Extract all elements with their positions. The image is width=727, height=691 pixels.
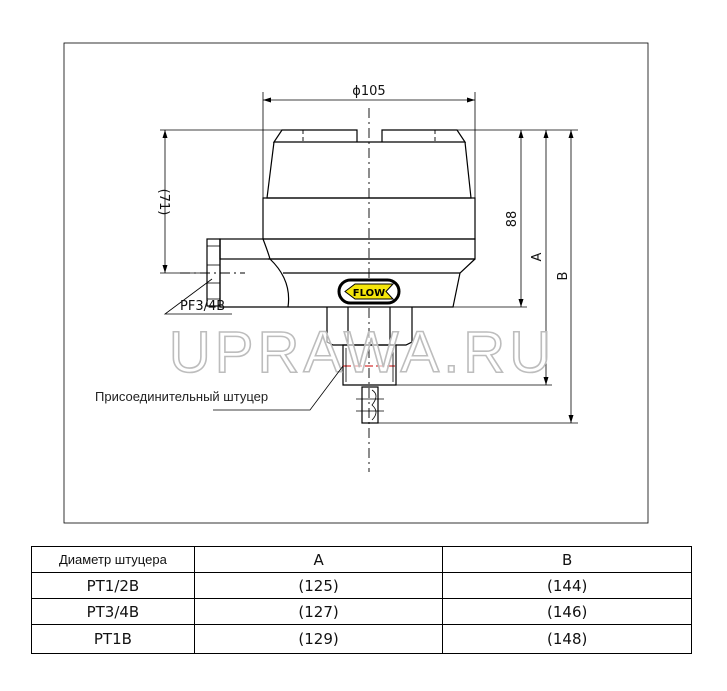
header-A: A: [193, 546, 444, 573]
end-piece: [356, 386, 384, 424]
cell-A: (125): [193, 572, 444, 599]
side-port-nut: [180, 238, 245, 307]
port-label: PF3/4B: [180, 299, 225, 314]
connection-callout: Присоединительный штуцер: [95, 365, 344, 411]
dim-88-label: 88: [505, 211, 520, 228]
cell-B: (146): [442, 598, 692, 625]
flow-badge: FLOW: [337, 278, 401, 305]
dim-71-label: (71): [156, 189, 171, 216]
table-row: PT1/2B (125) (144): [31, 572, 692, 599]
dimensions-table: Диаметр штуцера A B PT1/2B (125) (144) P…: [31, 546, 692, 654]
cell-fitting: PT1B: [31, 624, 195, 654]
dimension-diameter: ϕ105: [262, 84, 476, 198]
dimension-A: A: [396, 130, 552, 386]
cell-A: (127): [193, 598, 444, 625]
dimension-88: 88: [453, 130, 527, 308]
dim-A-label: A: [530, 252, 545, 261]
watermark: UPRAWA.RU: [169, 320, 555, 385]
dim-diameter-label: ϕ105: [352, 84, 385, 99]
table-row: PT3/4B (127) (146): [31, 598, 692, 625]
flow-label: FLOW: [353, 288, 385, 299]
header-fitting-diameter: Диаметр штуцера: [31, 546, 195, 573]
drawing-frame: [63, 42, 649, 524]
dim-B-label: B: [556, 272, 571, 281]
top-cap: [272, 129, 467, 143]
table-row: PT1B (129) (148): [31, 624, 692, 654]
cell-fitting: PT1/2B: [31, 572, 195, 599]
dimension-B: B: [378, 130, 578, 424]
port-callout: PF3/4B: [163, 278, 232, 315]
dimension-71: (71): [156, 130, 200, 274]
header-B: B: [442, 546, 692, 573]
cell-B: (144): [442, 572, 692, 599]
cell-fitting: PT3/4B: [31, 598, 195, 625]
connection-label: Присоединительный штуцер: [95, 389, 268, 404]
cell-B: (148): [442, 624, 692, 654]
table-header-row: Диаметр штуцера A B: [31, 546, 692, 573]
cell-A: (129): [193, 624, 444, 654]
